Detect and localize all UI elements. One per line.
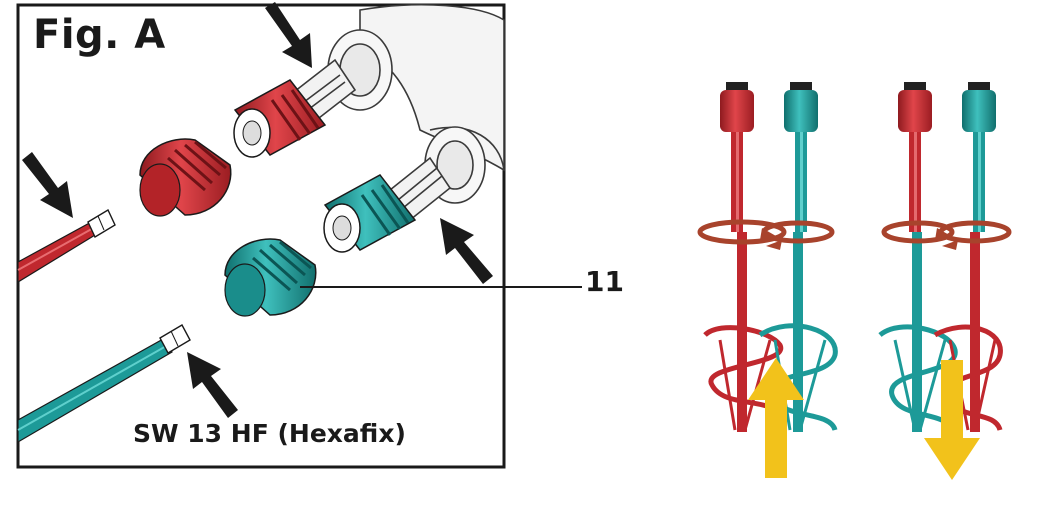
teal-collet-mounted [323, 174, 417, 253]
mixer-drill-head [288, 4, 505, 222]
red-collet-mounted [233, 79, 327, 158]
figure-title: Fig. A [33, 12, 166, 58]
rotation-arrow-icon [942, 240, 958, 250]
figure-caption: SW 13 HF (Hexafix) [133, 419, 406, 448]
rotation-arrow-icon [935, 228, 951, 240]
paddle-pair-upflow [697, 82, 838, 478]
red-sleeve [139, 138, 232, 217]
arrow-icon [265, 2, 312, 68]
teal-paddle-shaft [17, 324, 191, 444]
flow-arrow-up-icon [748, 358, 804, 478]
rotation-arrow-icon [760, 228, 776, 240]
paddle-pair-downflow [878, 82, 1012, 480]
callout-number-label: 11 [585, 265, 624, 298]
teal-sleeve [224, 238, 317, 317]
rotation-arrow-icon [766, 240, 782, 250]
red-paddle-shaft [17, 209, 116, 284]
flow-arrow-down-icon [924, 360, 980, 480]
arrow-icon [22, 152, 73, 218]
rotation-arrow-icon [881, 220, 1012, 244]
arrow-icon [440, 218, 493, 284]
arrow-icon [187, 352, 238, 418]
